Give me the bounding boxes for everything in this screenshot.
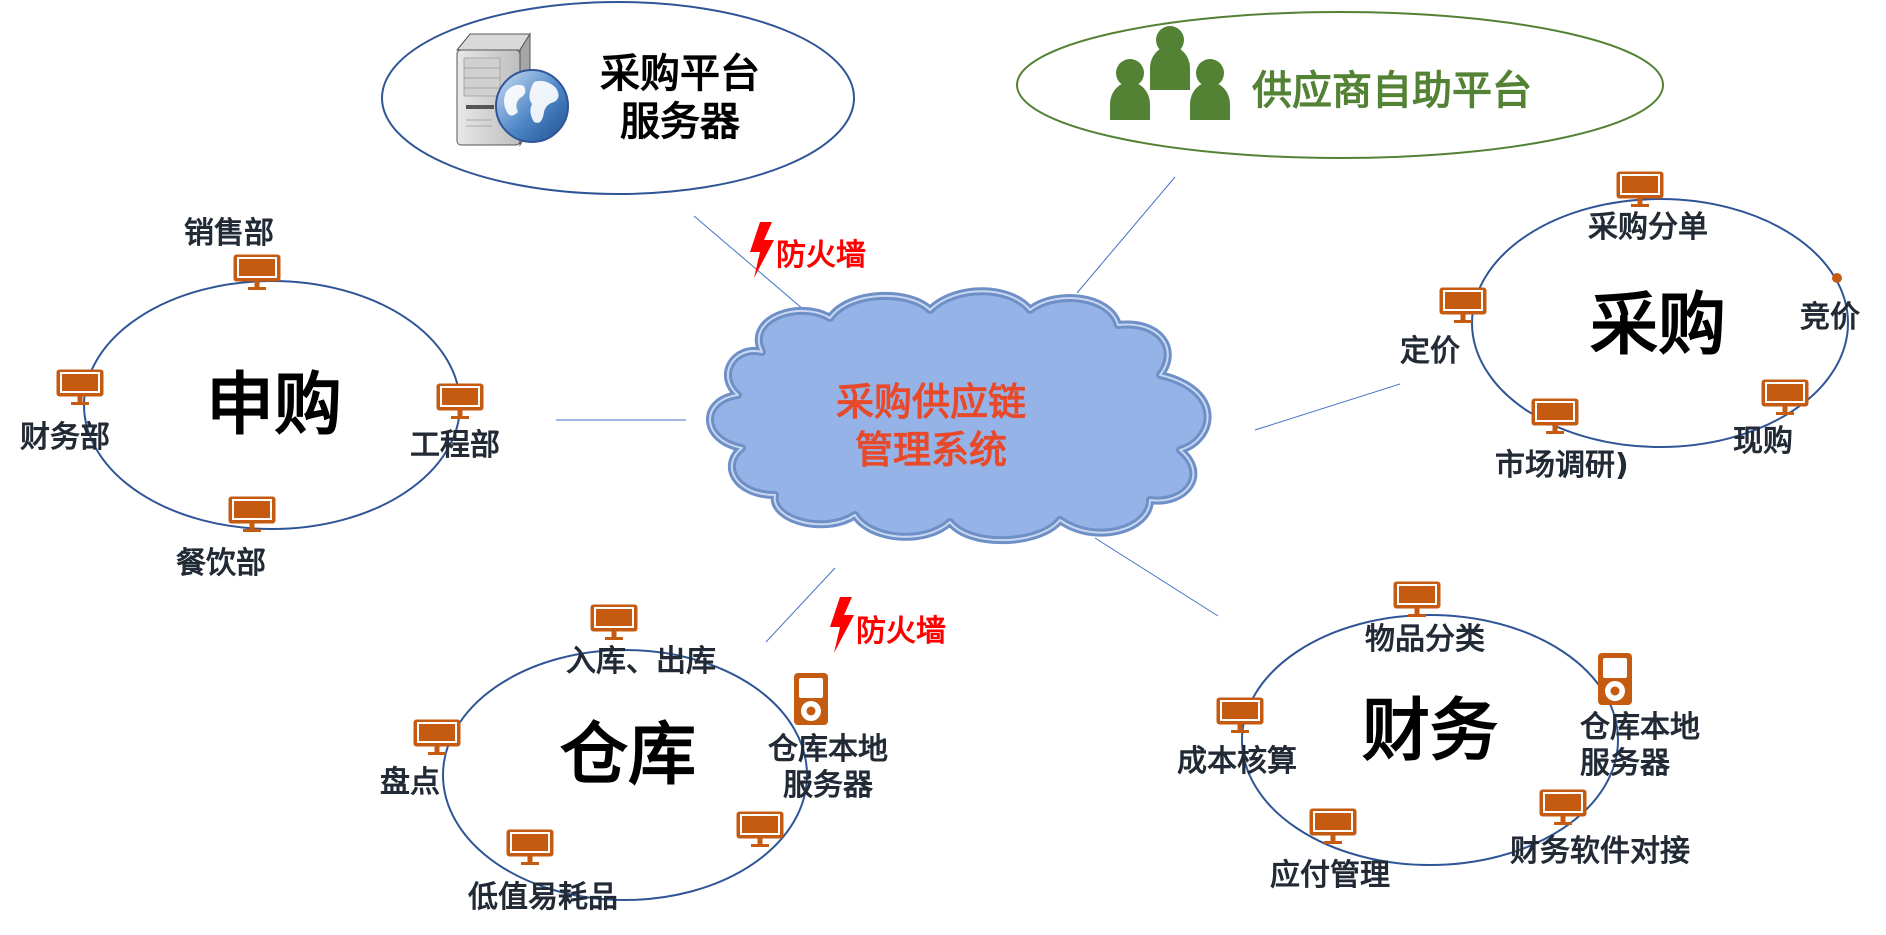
node-label: 销售部: [184, 216, 274, 251]
platform-server-title-line1: 采购平台: [600, 51, 760, 97]
monitor-icon[interactable]: [1538, 788, 1588, 826]
monitor-icon[interactable]: [1760, 378, 1810, 416]
node-label-line1: 仓库本地: [768, 732, 888, 767]
central-system-title-line2: 管理系统: [855, 428, 1008, 472]
node-label-multiline: 仓库本地 服务器: [1580, 710, 1700, 782]
central-system-cloud[interactable]: [706, 287, 1212, 545]
connector-supplier-cloud: [1076, 176, 1176, 294]
firewall-label: 防火墙: [856, 614, 946, 649]
node-label-line2: 服务器: [783, 768, 873, 803]
purchasing-title: 采购: [1590, 286, 1727, 365]
connector-warehouse-cloud: [765, 567, 836, 643]
platform-server-title-line2: 服务器: [620, 99, 740, 145]
monitor-icon[interactable]: [1530, 397, 1580, 435]
monitor-icon[interactable]: [735, 810, 785, 848]
node-label: 盘点: [380, 765, 440, 800]
connectors: [556, 176, 1401, 643]
node-label: 低值易耗品: [468, 880, 618, 915]
node-label: 竞价: [1800, 300, 1860, 335]
node-label: 应付管理: [1270, 858, 1390, 893]
warehouse-ring[interactable]: [442, 649, 808, 901]
monitor-icon[interactable]: [232, 253, 282, 291]
node-label: 餐饮部: [176, 546, 266, 581]
dot-marker: [1832, 273, 1842, 283]
ipod-device-icon[interactable]: [1598, 653, 1632, 705]
node-label-multiline: 仓库本地 服务器: [768, 732, 888, 804]
node-label: 财务软件对接: [1510, 834, 1690, 869]
node-label: 采购分单: [1588, 210, 1708, 245]
node-label: 成本核算: [1177, 744, 1297, 779]
monitor-icon[interactable]: [435, 382, 485, 420]
node-label: 物品分类: [1365, 622, 1485, 657]
ipod-device-icon[interactable]: [794, 673, 828, 725]
central-system-title-line1: 采购供应链: [836, 380, 1027, 424]
node-label: 财务部: [20, 420, 110, 455]
node-label: 定价: [1400, 334, 1460, 369]
monitor-icon[interactable]: [55, 368, 105, 406]
lightning-bolt-icon: [750, 222, 774, 278]
monitor-icon[interactable]: [1392, 580, 1442, 618]
monitor-icon[interactable]: [1215, 696, 1265, 734]
platform-server-title: 采购平台 服务器: [600, 50, 760, 146]
finance-ring[interactable]: [1241, 614, 1619, 866]
node-label: 入库、出库: [566, 644, 716, 679]
connector-server-cloud: [693, 215, 811, 316]
monitor-icon[interactable]: [589, 603, 639, 641]
node-label: 市场调研): [1495, 448, 1629, 483]
monitor-icon[interactable]: [505, 828, 555, 866]
supplier-platform-title: 供应商自助平台: [1252, 68, 1532, 114]
warehouse-title: 仓库: [560, 716, 697, 795]
people-group-icon: [1110, 26, 1230, 120]
requisition-title: 申购: [206, 366, 343, 445]
node-label-line1: 仓库本地: [1580, 710, 1700, 745]
monitor-icon[interactable]: [412, 718, 462, 756]
monitor-icon[interactable]: [1438, 286, 1488, 324]
central-system-title: 采购供应链 管理系统: [836, 378, 1026, 474]
finance-title: 财务: [1362, 692, 1499, 771]
node-label-line2: 服务器: [1580, 746, 1670, 781]
connector-purchasing-cloud: [1254, 383, 1401, 431]
firewall-label: 防火墙: [776, 238, 866, 273]
connector-finance-cloud: [1094, 537, 1219, 617]
lightning-bolt-icon: [830, 597, 854, 653]
web-server-globe-icon: [455, 32, 569, 147]
node-label: 工程部: [410, 428, 500, 463]
node-label: 现购: [1733, 424, 1793, 459]
